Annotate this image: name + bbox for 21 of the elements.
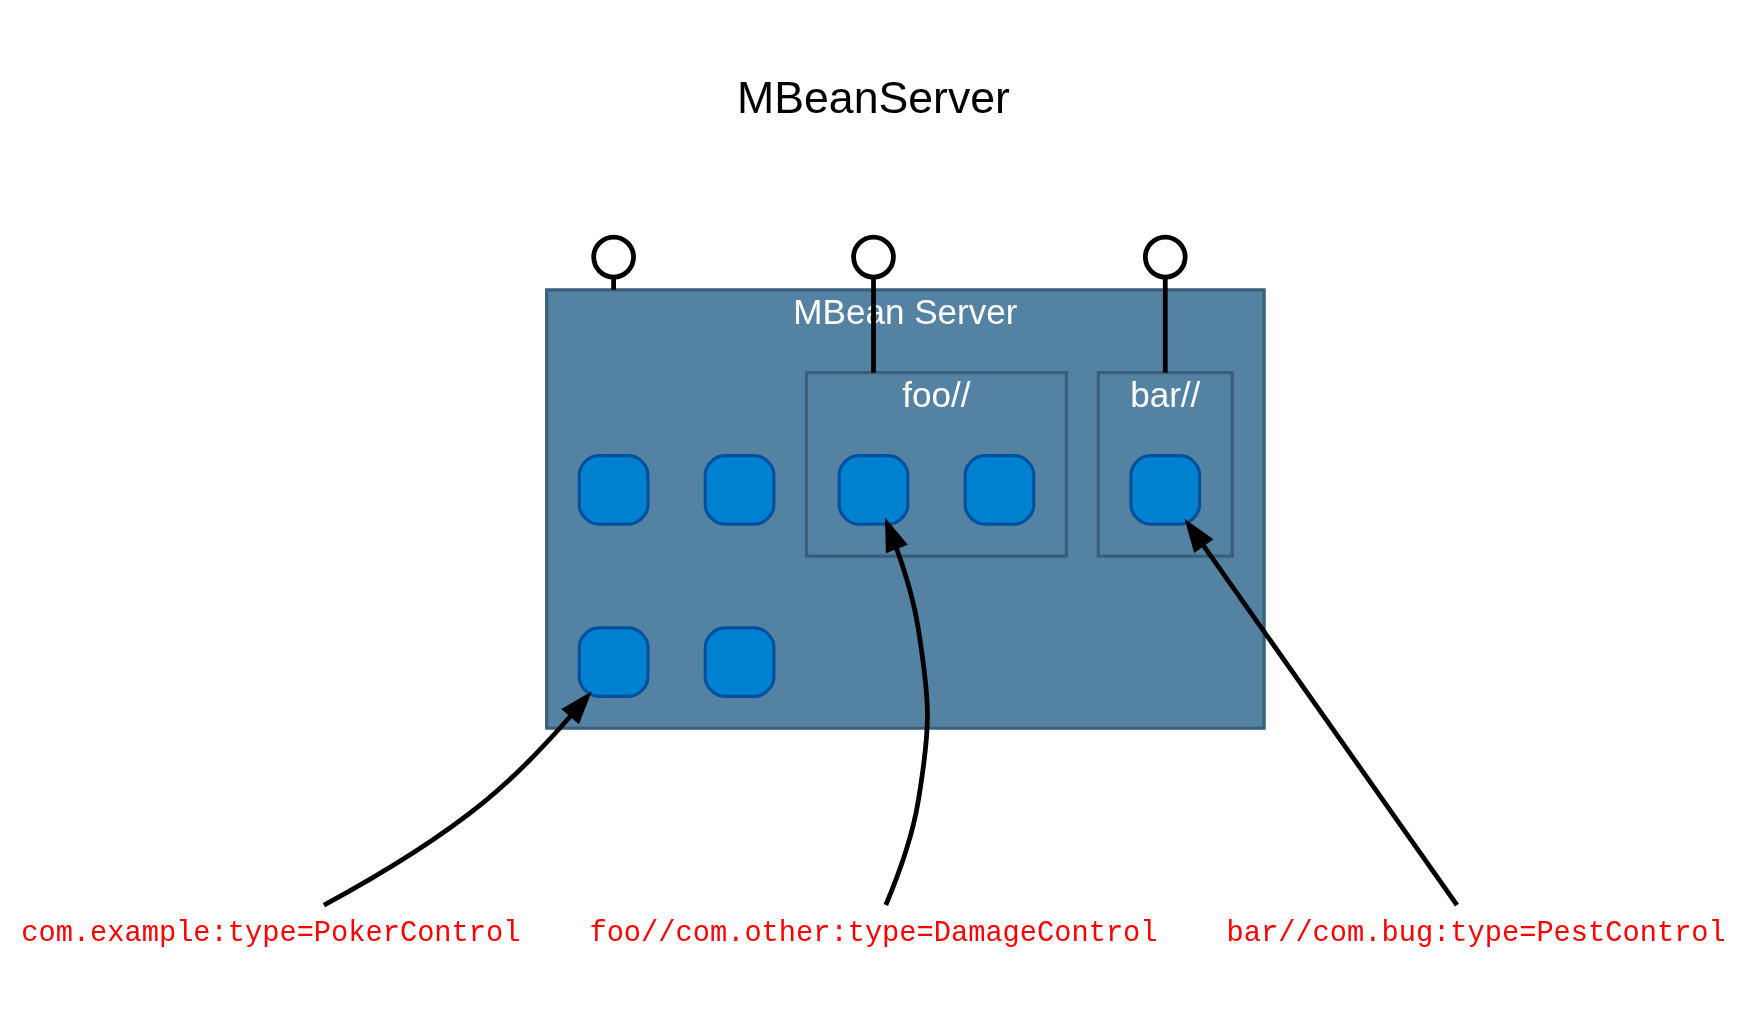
- node-text: bar//com.bug:type=PestControl: [1226, 916, 1726, 950]
- node-text: foo//com.other:type=DamageControl: [589, 916, 1158, 950]
- arrow: [883, 517, 930, 906]
- node-circle: [1142, 234, 1188, 279]
- node-box: [1129, 453, 1202, 526]
- node-box: [963, 453, 1036, 526]
- arrow: [322, 690, 592, 907]
- cluster: foo//: [804, 370, 1068, 558]
- label: MBeanServer: [737, 72, 1010, 122]
- node-box: [577, 625, 650, 698]
- node-box: [703, 453, 776, 526]
- node-box: [703, 625, 776, 698]
- connector: [611, 277, 616, 290]
- node-box: [837, 453, 910, 526]
- connector: [1162, 277, 1168, 373]
- node-circle: [851, 234, 896, 279]
- node-text: com.example:type=PokerControl: [21, 916, 521, 950]
- arrow: [1184, 518, 1459, 907]
- node-box: [577, 453, 650, 526]
- node-circle: [591, 234, 636, 279]
- cluster: bar//: [1096, 370, 1234, 558]
